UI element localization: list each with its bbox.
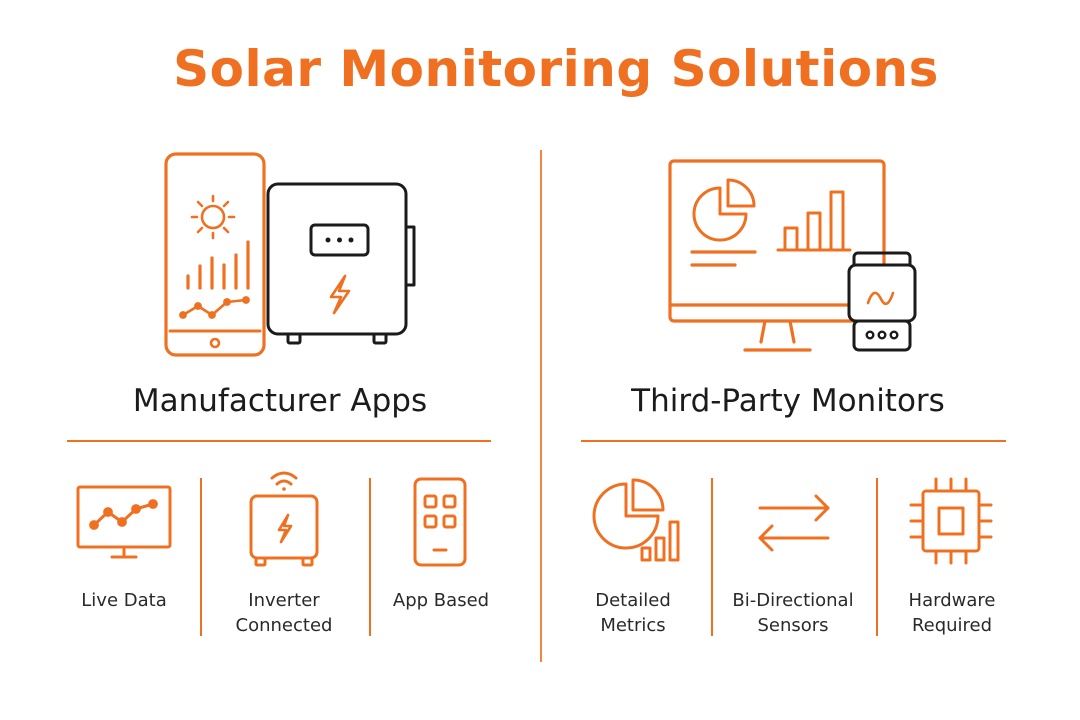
microchip-icon	[909, 477, 993, 565]
inverter-icon	[266, 182, 416, 345]
bar-chart-icon	[776, 190, 852, 252]
third-party-hero-illustration	[668, 159, 917, 352]
feature-label-bi-directional-sensors: Bi-Directional Sensors	[732, 590, 854, 636]
feature-label-app-based: App Based	[392, 590, 490, 611]
sun-icon	[190, 194, 236, 240]
bidirectional-arrows-icon	[758, 494, 830, 552]
smartphone-icon	[164, 152, 266, 357]
monitor-line-chart-icon	[76, 485, 172, 559]
line-chart-icon	[179, 296, 250, 319]
feature-label-inverter-connected: Inverter Connected	[235, 590, 333, 636]
sensor-device-icon	[847, 251, 917, 352]
wifi-inverter-icon	[249, 471, 319, 567]
bar-chart-icon	[186, 240, 250, 290]
right-section-rule	[581, 440, 1006, 442]
app-grid-phone-icon	[413, 477, 467, 567]
manufacturer-apps-heading: Manufacturer Apps	[132, 383, 428, 419]
left-feature-divider-2	[369, 478, 371, 636]
feature-label-hardware-required: Hardware Required	[908, 590, 996, 636]
left-section-rule	[67, 440, 491, 442]
desktop-monitor-icon	[668, 159, 886, 352]
third-party-monitors-heading: Third-Party Monitors	[631, 383, 945, 419]
feature-label-detailed-metrics: Detailed Metrics	[595, 590, 671, 636]
right-feature-divider-2	[876, 478, 878, 636]
lightning-icon	[329, 274, 351, 315]
left-feature-divider-1	[200, 478, 202, 636]
page-title: Solar Monitoring Solutions	[173, 40, 939, 98]
manufacturer-hero-illustration	[164, 152, 416, 357]
pie-chart-icon	[692, 178, 756, 242]
right-feature-divider-1	[711, 478, 713, 636]
center-divider	[540, 150, 542, 662]
feature-label-live-data: Live Data	[81, 590, 167, 611]
pie-bar-chart-icon	[592, 478, 680, 562]
